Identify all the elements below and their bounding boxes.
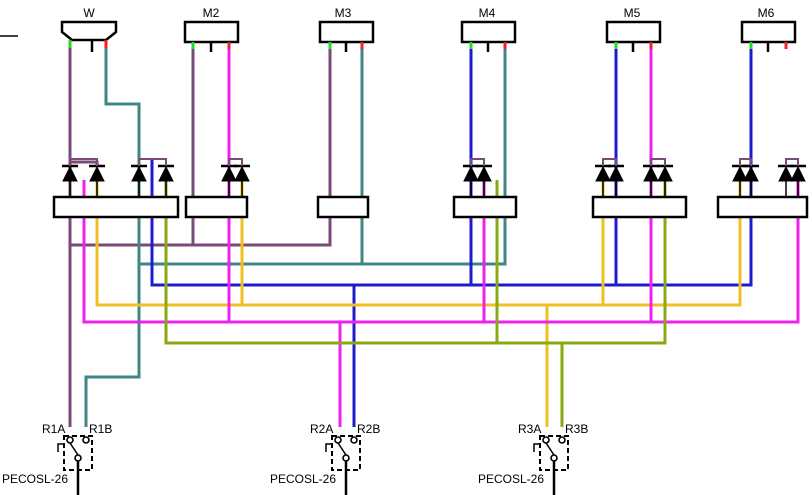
relay-r3-label-b: R3B [565, 422, 588, 436]
diode-icon [131, 164, 147, 200]
diode-icon [608, 164, 624, 200]
diode-icon [595, 164, 611, 200]
diode-pair-link [138, 158, 167, 166]
connector-m3: M3 [318, 6, 375, 52]
diode-pair-link [602, 158, 617, 166]
diode-icon [476, 164, 492, 200]
terminal-block-6 [716, 195, 809, 219]
wire-olive-bus [164, 180, 667, 345]
relay-r3: R3A R3B PECOSL-26 [478, 422, 588, 495]
terminal-block-5 [591, 195, 688, 219]
diode-icon [158, 164, 174, 200]
terminal-block-1 [52, 195, 180, 219]
diode-icon [778, 164, 794, 200]
connector-m4: M4 [460, 6, 517, 52]
diode-icon [657, 164, 673, 200]
terminal-block-2 [184, 195, 249, 219]
connector-m3-label: M3 [335, 6, 352, 20]
diode-pair-link [228, 158, 243, 166]
diode-icon [89, 164, 105, 200]
relay-r2-label-b: R2B [357, 422, 380, 436]
diode-icon [643, 164, 659, 200]
relay-r3-part: PECOSL-26 [478, 472, 544, 486]
diode-icon [463, 164, 479, 200]
terminal-blocks [52, 195, 809, 219]
connector-m5: M5 [605, 6, 662, 52]
relay-r1: R1A R1B PECOSL-26 [2, 422, 112, 495]
diode-pair-link [650, 158, 666, 166]
diode-icon [732, 164, 748, 200]
connector-m6-label: M6 [758, 6, 775, 20]
diodes [62, 158, 806, 200]
connector-w-label: W [83, 6, 95, 20]
relay-r2-part: PECOSL-26 [270, 472, 336, 486]
connector-m4-label: M4 [479, 6, 496, 20]
wire-yellow-bus [95, 180, 742, 307]
wire-teal-trunk [84, 45, 141, 427]
diode-icon [221, 164, 237, 200]
wire-purple-diode-tap [68, 160, 99, 165]
diode-icon [743, 164, 759, 200]
diode-pair-link [785, 158, 799, 166]
diode-pair-link [69, 158, 98, 166]
terminal-block-4 [452, 195, 518, 219]
wire-teal-bus [139, 45, 507, 266]
relay-r2: R2A R2B PECOSL-26 [270, 422, 380, 495]
diode-icon [234, 164, 250, 200]
connector-m2-label: M2 [203, 6, 220, 20]
connector-w: W [60, 6, 118, 52]
relay-r2-label-a: R2A [310, 422, 333, 436]
connector-m5-label: M5 [624, 6, 641, 20]
connector-m2: M2 [183, 6, 240, 52]
wire-purple-bus [70, 45, 332, 247]
wire-magenta-bus [82, 180, 800, 324]
relay-r1-part: PECOSL-26 [2, 472, 68, 486]
relay-r1-label-a: R1A [42, 422, 65, 436]
connector-m6: M6 [740, 6, 797, 52]
terminal-block-3 [316, 195, 370, 219]
diode-pair-link [739, 158, 752, 166]
relay-r1-label-b: R1B [89, 422, 112, 436]
wires [68, 45, 800, 427]
relay-r3-label-a: R3A [518, 422, 541, 436]
diode-pair-link [470, 158, 485, 166]
diode-icon [790, 164, 806, 200]
diode-icon [62, 164, 78, 200]
